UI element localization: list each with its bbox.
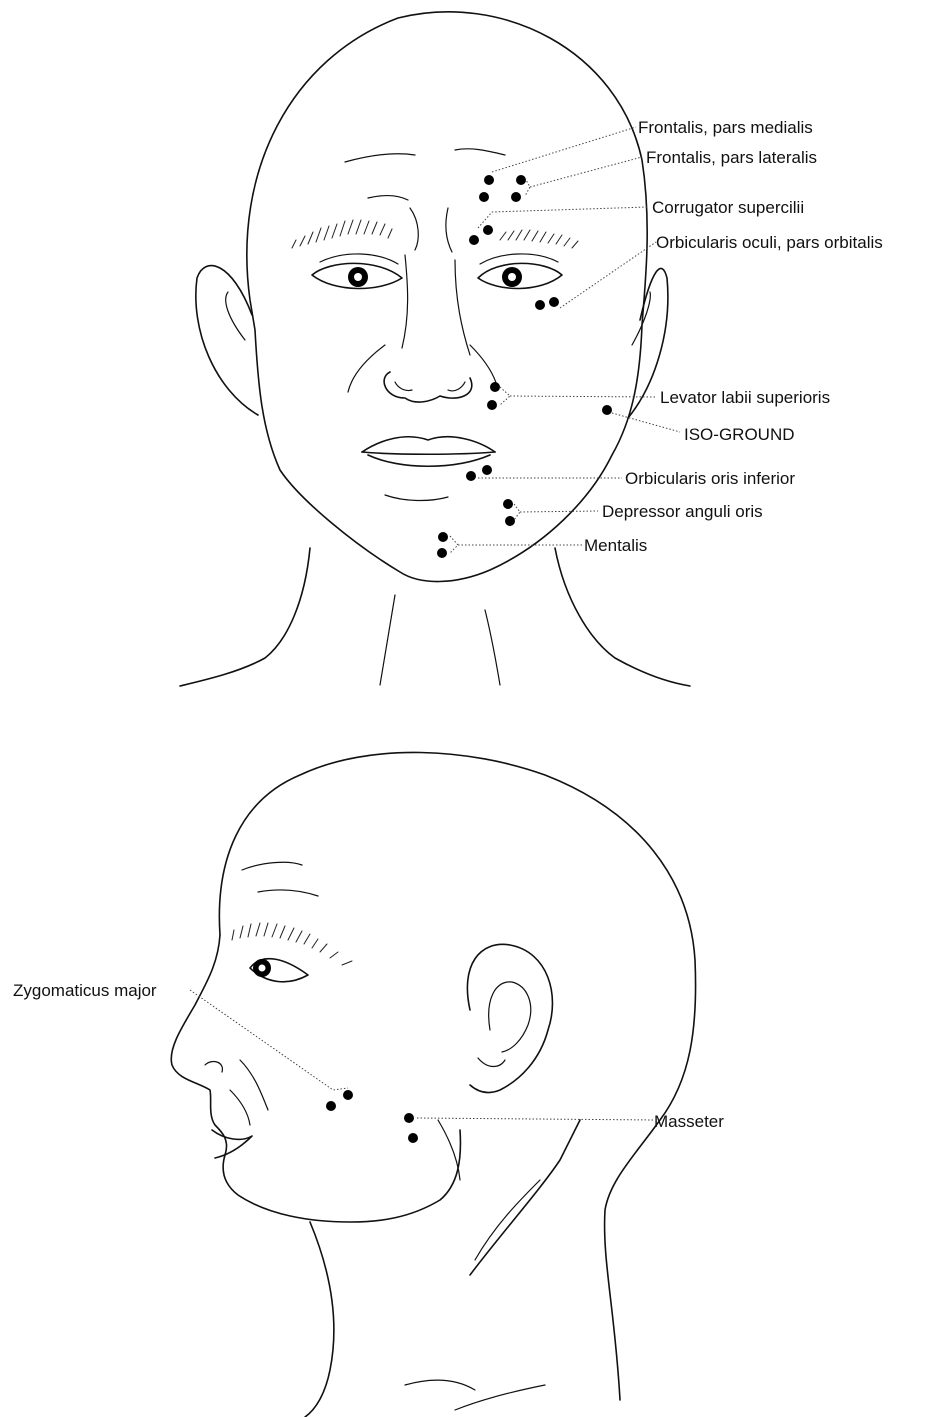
profile-collar-2: [455, 1385, 545, 1410]
profile-pupil-highlight: [259, 965, 266, 972]
label-frontalis-lateralis: Frontalis, pars lateralis: [646, 148, 817, 167]
eyebrow-left: [292, 220, 392, 248]
electrode-orbicularis-oris-1: [466, 471, 476, 481]
electrode-levator-1: [490, 382, 500, 392]
label-mentalis: Mentalis: [584, 536, 647, 555]
frontal-electrodes: [437, 175, 612, 558]
profile-neck-muscle: [475, 1180, 540, 1260]
pupil-left-highlight: [354, 273, 362, 281]
label-levator: Levator labii superioris: [660, 388, 830, 407]
electrode-mentalis-1: [438, 532, 448, 542]
electrode-frontalis-lateralis-1: [516, 175, 526, 185]
eye-left-lid: [320, 254, 398, 264]
label-orbicularis-oris: Orbicularis oris inferior: [625, 469, 795, 488]
electrode-zygomaticus-1: [326, 1101, 336, 1111]
electrode-frontalis-lateralis-2: [511, 192, 521, 202]
frontal-neck-left: [180, 548, 310, 686]
profile-electrodes: [326, 1090, 418, 1143]
electrode-orbicularis-oculi-2: [549, 297, 559, 307]
nostril-left: [395, 382, 412, 391]
electrode-corrugator-2: [469, 235, 479, 245]
electrode-corrugator-1: [483, 225, 493, 235]
frontal-neck-muscle-right: [485, 610, 500, 685]
leader-zygomaticus: [190, 990, 348, 1090]
frontal-labels: Frontalis, pars medialis Frontalis, pars…: [584, 118, 883, 555]
electrode-masseter-1: [404, 1113, 414, 1123]
electrode-orbicularis-oris-2: [482, 465, 492, 475]
leader-mentalis: [450, 536, 582, 553]
electrode-zygomaticus-2: [343, 1090, 353, 1100]
label-corrugator: Corrugator supercilii: [652, 198, 804, 217]
electrode-frontalis-medialis-1: [484, 175, 494, 185]
leader-masseter: [417, 1118, 655, 1120]
label-frontalis-medialis: Frontalis, pars medialis: [638, 118, 813, 137]
profile-ear-inner: [489, 982, 531, 1052]
lips-upper: [362, 437, 495, 452]
label-masseter: Masseter: [654, 1112, 724, 1131]
eye-right-lid: [480, 254, 558, 264]
frontal-neck-right: [555, 548, 690, 686]
label-iso-ground: ISO-GROUND: [684, 425, 795, 444]
electrode-depressor-1: [503, 499, 513, 509]
profile-collar-1: [405, 1380, 475, 1390]
electrode-depressor-2: [505, 516, 515, 526]
electrode-orbicularis-oculi-1: [535, 300, 545, 310]
frontal-head-drawing: [180, 12, 690, 686]
profile-forehead-wrinkle-1: [242, 862, 302, 870]
forehead-wrinkle-5: [446, 208, 452, 252]
profile-nostril: [205, 1061, 222, 1072]
profile-eyebrow: [232, 923, 352, 965]
lips-lower: [368, 455, 490, 466]
forehead-wrinkle-1: [345, 154, 415, 162]
nose-bridge-right: [455, 260, 470, 355]
label-orbicularis-oculi: Orbicularis oculi, pars orbitalis: [656, 233, 883, 252]
forehead-wrinkle-2: [455, 149, 505, 155]
profile-ear-lobe: [478, 1058, 505, 1067]
electrode-iso-ground: [602, 405, 612, 415]
leader-frontalis-lateralis: [525, 157, 642, 196]
leader-corrugator: [478, 207, 648, 228]
nose-bridge-left: [402, 255, 408, 348]
nostril-right: [448, 382, 465, 391]
label-depressor: Depressor anguli oris: [602, 502, 763, 521]
forehead-wrinkle-4: [410, 208, 418, 250]
leader-depressor: [514, 504, 598, 520]
electrode-masseter-2: [408, 1133, 418, 1143]
pupil-right-highlight: [508, 273, 516, 281]
electrode-frontalis-medialis-2: [479, 192, 489, 202]
chin-line: [385, 495, 448, 501]
profile-leader-lines: [190, 990, 655, 1120]
profile-neck-front: [305, 1222, 334, 1417]
nasolabial-left: [348, 345, 385, 392]
frontal-head-outline: [247, 12, 647, 582]
frontal-neck-muscle-left: [380, 595, 395, 685]
profile-cheek-line: [240, 1060, 268, 1110]
profile-forehead-wrinkle-2: [258, 890, 318, 896]
frontal-ear-left-inner: [226, 292, 245, 340]
electrode-levator-2: [487, 400, 497, 410]
profile-head-drawing: [171, 752, 695, 1417]
profile-mouth: [212, 1130, 252, 1158]
profile-nasolabial: [230, 1090, 250, 1125]
profile-neck-back: [470, 1120, 580, 1275]
leader-iso-ground: [612, 413, 680, 432]
eyebrow-right: [500, 230, 578, 248]
leader-orbicularis-oculi: [560, 242, 656, 308]
leader-frontalis-medialis: [492, 127, 636, 172]
profile-ear: [467, 944, 552, 1092]
label-zygomaticus: Zygomaticus major: [13, 981, 157, 1000]
forehead-wrinkle-3: [368, 196, 408, 200]
lips-line: [362, 452, 495, 454]
profile-face-outline: [171, 935, 460, 1222]
profile-head-outline: [219, 752, 695, 1400]
profile-labels: Zygomaticus major Masseter: [13, 981, 724, 1131]
electrode-mentalis-2: [437, 548, 447, 558]
nose-tip: [384, 372, 472, 402]
